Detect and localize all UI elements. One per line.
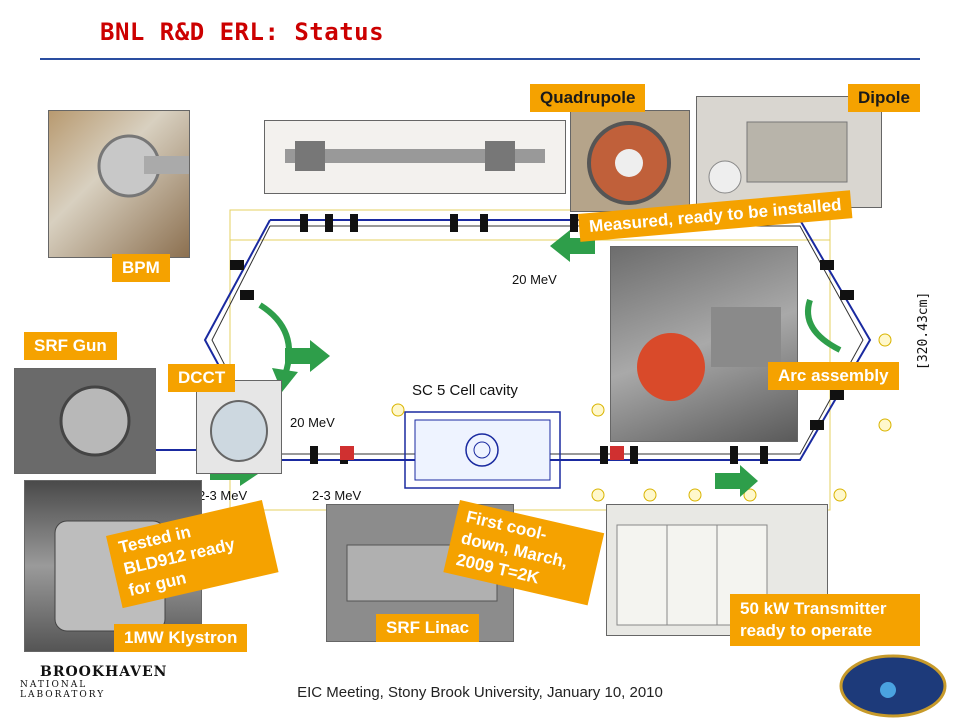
- nuclear-physics-logo: [838, 654, 948, 718]
- quadrupole-label: Quadrupole: [530, 84, 646, 112]
- energy-label-mid: 20 MeV: [290, 415, 335, 430]
- dipole-photo: [696, 96, 882, 208]
- title-rule: [40, 58, 920, 60]
- bnl-logo-name: BROOKHAVEN: [40, 664, 168, 680]
- dcct-photo: [196, 380, 282, 474]
- dipole-beampipe-photo: [264, 120, 566, 194]
- dcct-label: DCCT: [168, 364, 236, 392]
- klystron-label: 1MW Klystron: [114, 624, 248, 652]
- srf-linac-label: SRF Linac: [376, 614, 480, 642]
- energy-label-top: 20 MeV: [512, 272, 557, 287]
- bpm-photo: [48, 110, 190, 258]
- dimension-label: [320.43cm]: [916, 291, 931, 370]
- transmitter-label: 50 kW Transmitter ready to operate: [730, 594, 920, 646]
- arc-assembly-photo: [610, 246, 798, 442]
- footer-text: EIC Meeting, Stony Brook University, Jan…: [297, 684, 663, 701]
- dipole-label: Dipole: [848, 84, 920, 112]
- bnl-logo-sub: NATIONAL LABORATORY: [20, 680, 106, 700]
- brookhaven-logo: BROOKHAVEN NATIONAL LABORATORY: [12, 664, 168, 704]
- srf-gun-label: SRF Gun: [24, 332, 117, 360]
- srf-gun-photo: [14, 368, 156, 474]
- quadrupole-photo: [570, 110, 690, 212]
- energy-label-low-right: 2-3 MeV: [312, 488, 362, 503]
- bpm-label: BPM: [112, 254, 170, 282]
- cavity-label: SC 5 Cell cavity: [412, 382, 518, 399]
- energy-label-low-left: 2-3 MeV: [198, 488, 248, 503]
- arc-assembly-label: Arc assembly: [768, 362, 899, 390]
- slide-title: BNL R&D ERL: Status: [100, 18, 385, 46]
